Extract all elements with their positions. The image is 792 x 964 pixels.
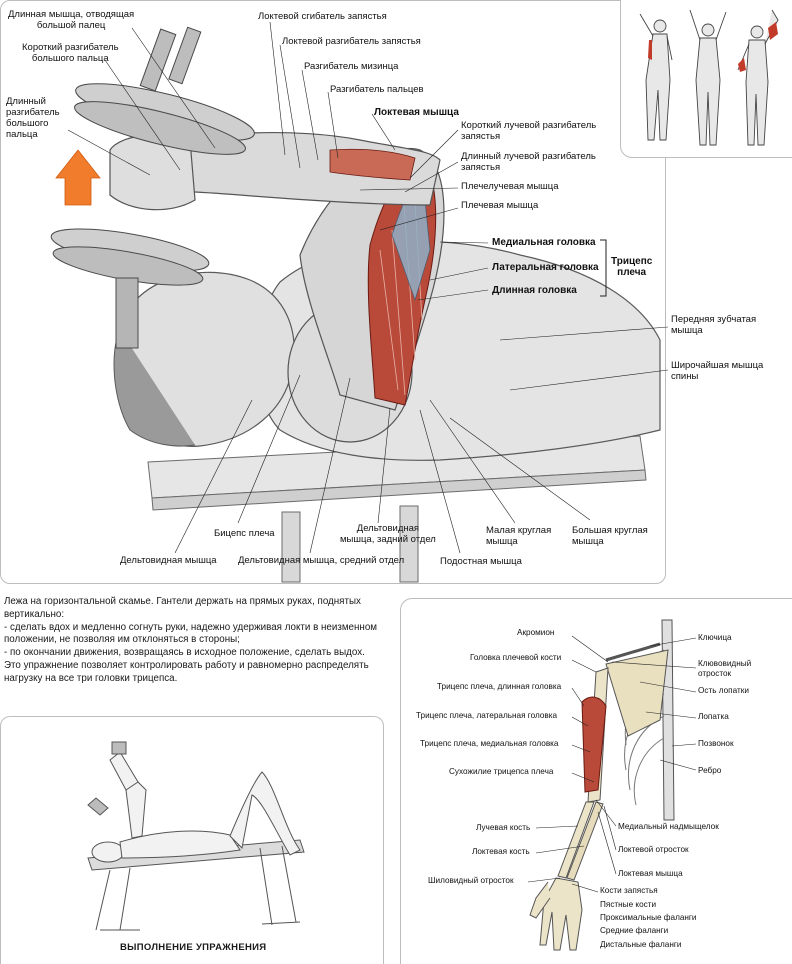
label-extensor-digitorum: Разгибатель пальцев (330, 84, 424, 95)
label-triceps-lateral-head: Трицепс плеча, латеральная головка (416, 711, 558, 720)
label-triceps-long-head: Трицепс плеча, длинная головка (437, 682, 562, 691)
description-step-2: - по окончании движения, возвращаясь в и… (4, 647, 365, 659)
label-styloid-process: Шиловидный отросток (428, 876, 514, 885)
exercise-description: Лежа на горизонтальной скамье. Гантели д… (4, 596, 386, 686)
description-intro: Лежа на горизонтальной скамье. Гантели д… (4, 596, 361, 620)
label-deltoid: Дельтовидная мышца (120, 555, 217, 566)
description-step-1: - сделать вдох и медленно согнуть руки, … (4, 621, 378, 646)
label-infraspinatus: Подостная мышца (440, 556, 522, 567)
dumbbell (50, 26, 255, 349)
label-vertebra: Позвонок (698, 739, 734, 748)
label-anconeus: Локтевая мышца (374, 107, 459, 118)
label-biceps-brachii: Бицепс плеча (214, 528, 275, 539)
label-scapular-spine: Ость лопатки (698, 686, 749, 695)
label-carpal-bones: Кости запястья (600, 886, 658, 895)
motion-arrow (55, 149, 101, 206)
hand-shape (109, 134, 196, 211)
label-medial-head: Медиальная головка (492, 237, 596, 248)
label-brachialis: Плечевая мышца (461, 200, 539, 211)
label-flexor-carpi-ulnaris: Локтевой сгибатель запястья (258, 11, 387, 22)
label-deltoid-middle: Дельтовидная мышца, средний отдел (238, 555, 405, 566)
label-triceps-medial-head: Трицепс плеча, медиальная головка (420, 739, 559, 748)
label-anconeus-skeleton: Локтевая мышца (618, 869, 683, 878)
label-extensor-digiti-minimi: Разгибатель мизинца (304, 61, 399, 72)
label-triceps-tendon: Сухожилие трицепса плеча (449, 767, 554, 776)
label-extensor-carpi-ulnaris: Локтевой разгибатель запястья (282, 36, 421, 47)
label-brachioradialis: Плечелучевая мышца (461, 181, 559, 192)
label-long-head: Длинная головка (492, 285, 577, 296)
label-medial-epicondyle: Медиальный надмыщелок (618, 822, 719, 831)
label-acromion: Акромион (517, 628, 555, 637)
label-metacarpals: Пястные кости (600, 900, 657, 909)
label-humeral-head: Головка плечевой кости (470, 653, 562, 662)
label-scapula: Лопатка (698, 712, 729, 721)
label-radius: Лучевая кость (476, 823, 531, 832)
label-proximal-phalanges: Проксимальные фаланги (600, 913, 697, 922)
exercise-caption: ВЫПОЛНЕНИЕ УПРАЖНЕНИЯ (120, 942, 267, 953)
label-middle-phalanges: Средние фаланги (600, 926, 669, 935)
label-rib: Ребро (698, 766, 722, 775)
label-ulna: Локтевая кость (472, 847, 530, 856)
label-lateral-head: Латеральная головка (492, 262, 599, 273)
label-clavicle: Ключица (698, 633, 732, 642)
description-outro: Это упражнение позволяет контролировать … (4, 659, 369, 684)
label-olecranon: Локтевой отросток (618, 845, 689, 854)
label-distal-phalanges: Дистальные фаланги (600, 940, 682, 949)
